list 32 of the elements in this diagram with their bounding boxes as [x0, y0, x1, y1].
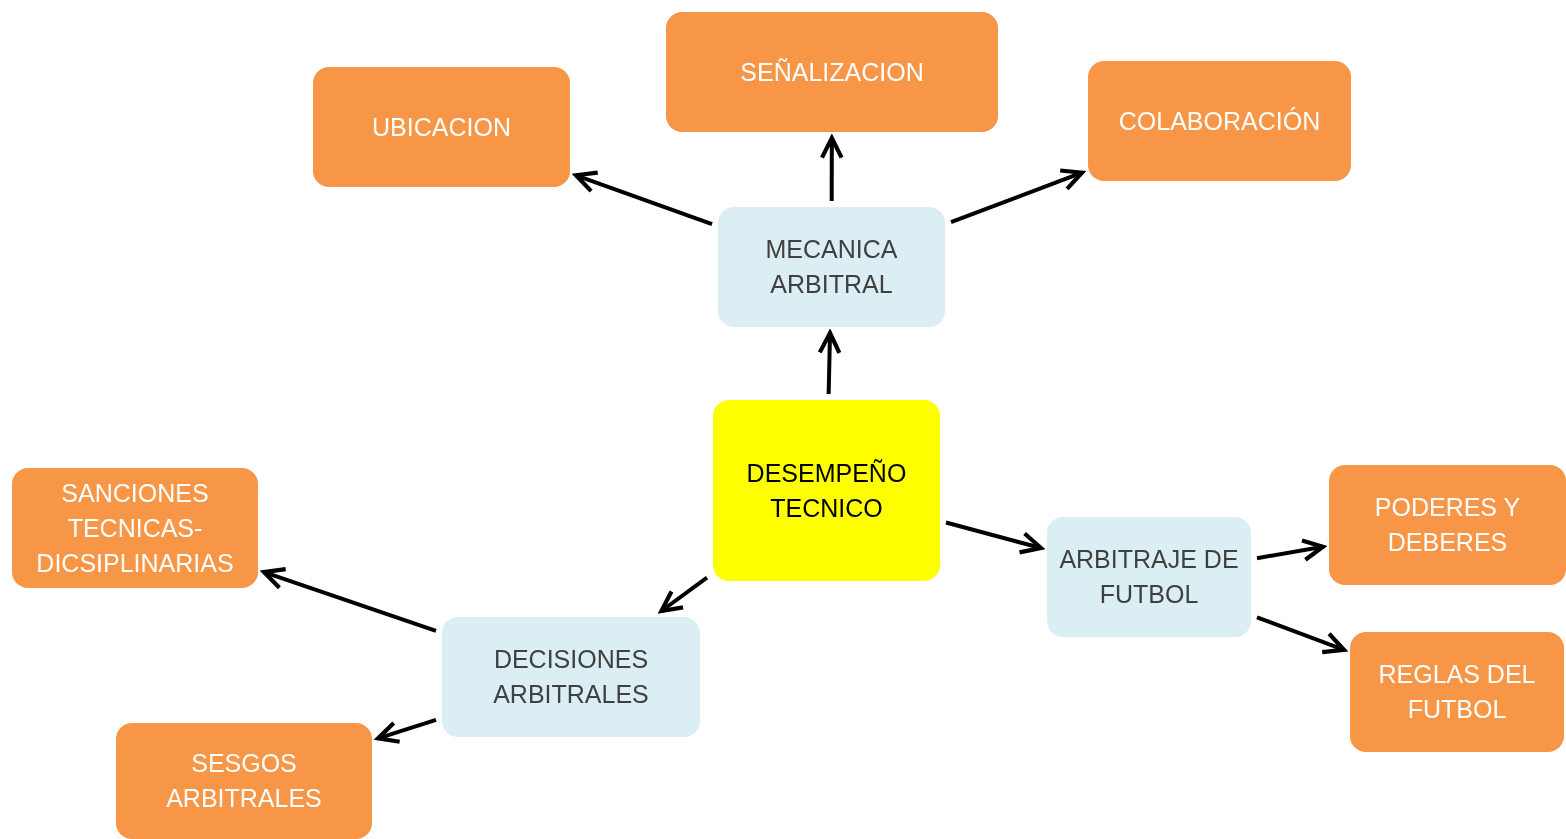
- node-label: SESGOS ARBITRALES: [165, 748, 323, 814]
- detail-box: [12, 468, 258, 588]
- arrow: [1256, 615, 1347, 655]
- detail-box: [116, 723, 372, 839]
- detail-box: [1350, 632, 1564, 752]
- arrow: [375, 718, 437, 744]
- detail-box: [666, 12, 998, 132]
- node-label: DESEMPEÑO TECNICO: [745, 457, 908, 524]
- detail-box: [1088, 61, 1351, 181]
- subtopic-box: [442, 617, 700, 737]
- node-label: UBICACION: [372, 111, 511, 143]
- arrow: [261, 567, 437, 633]
- subtopic-box: [718, 207, 945, 327]
- arrow: [817, 330, 842, 395]
- arrow: [573, 170, 713, 226]
- subtopic-box: [1047, 517, 1251, 637]
- node-label: PODERES Y DEBERES: [1373, 492, 1522, 558]
- arrow: [1256, 538, 1326, 562]
- arrow: [945, 520, 1044, 555]
- arrow: [950, 168, 1085, 224]
- node-label: ARBITRAJE DE FUTBOL: [1058, 544, 1240, 610]
- node-label: REGLAS DEL FUTBOL: [1377, 659, 1537, 725]
- node-label: DECISIONES ARBITRALES: [492, 644, 650, 710]
- detail-box: [1329, 465, 1566, 585]
- arrow: [659, 576, 709, 614]
- node-label: SEÑALIZACION: [740, 56, 924, 88]
- node-label: MECANICA ARBITRAL: [764, 234, 899, 300]
- node-label: COLABORACIÓN: [1118, 105, 1321, 137]
- node-label: SANCIONES TECNICAS- DICSIPLINARIAS: [35, 477, 235, 579]
- detail-box: [313, 67, 570, 187]
- central-topic-box: [713, 400, 940, 581]
- arrow: [819, 135, 844, 201]
